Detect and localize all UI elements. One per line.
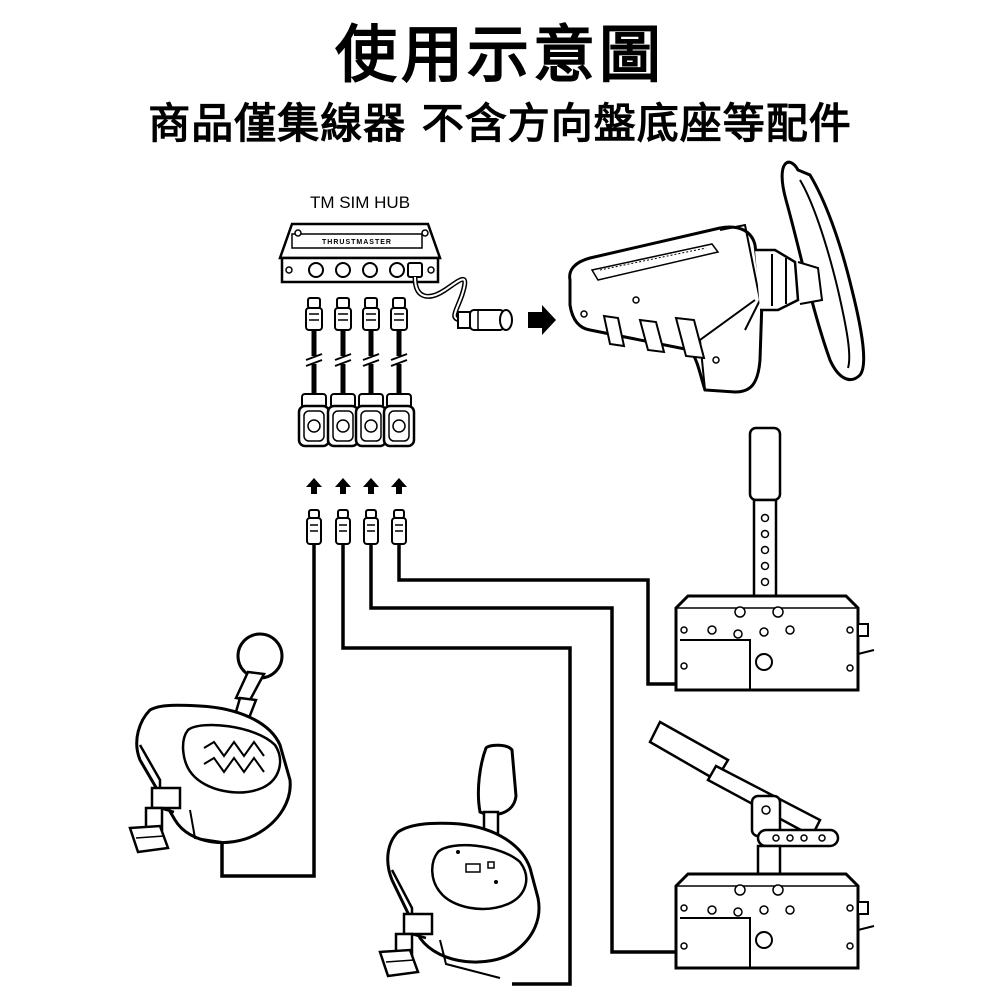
arrow-up-icon [391,478,407,494]
sim-hub: TM SIM HUB THRUSTMASTER [278,193,442,284]
arrow-right-icon [528,305,556,335]
sequential-shifter-icon [648,720,875,970]
arrow-up-icon [363,478,379,494]
h-shifter-icon [128,632,292,854]
hub-brand: THRUSTMASTER [322,239,392,246]
arrow-up-icon [306,478,322,494]
page-subtitle: 商品僅集線器 不含方向盤底座等配件 [148,99,852,148]
wheel-cable [412,276,556,335]
page-title: 使用示意圖 [334,18,665,91]
arrow-up-icon [335,478,351,494]
routed-cables [220,544,680,986]
racing-wheel-base-icon [568,160,866,394]
hub-label: TM SIM HUB [310,193,410,212]
sequential-shifter-icon [378,743,541,979]
handbrake-icon [674,426,875,692]
hub-cables [299,298,414,545]
